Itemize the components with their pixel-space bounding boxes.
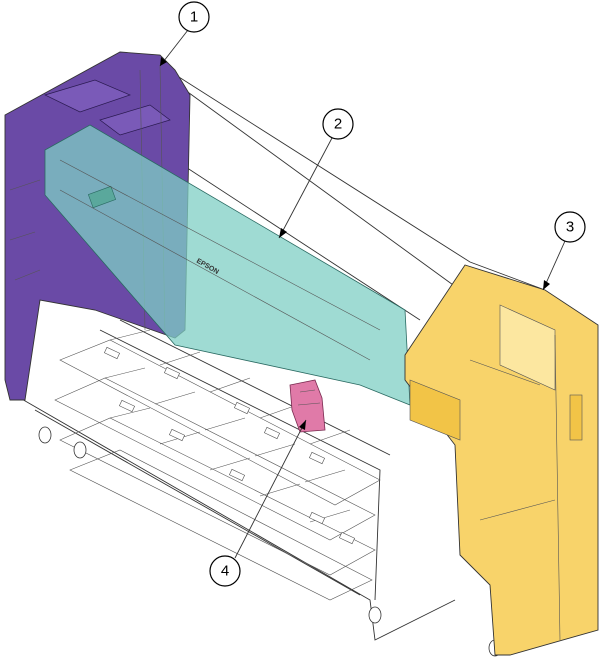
callout-2: 2 [278,108,354,239]
callout-1: 1 [159,1,210,67]
casters [38,426,502,657]
callout-number: 1 [190,9,198,26]
printer-body [19,64,546,657]
callout-number: 3 [566,219,574,236]
part-2-center-panel: EPSON [44,124,411,406]
callout-3: 3 [542,211,586,291]
callout-4: 4 [209,419,307,587]
part-3-right-unit [404,264,599,656]
callout-number: 4 [221,563,229,580]
stacker-trays [54,329,381,601]
callout-number: 2 [334,116,342,133]
part-4-small-part [289,379,326,433]
